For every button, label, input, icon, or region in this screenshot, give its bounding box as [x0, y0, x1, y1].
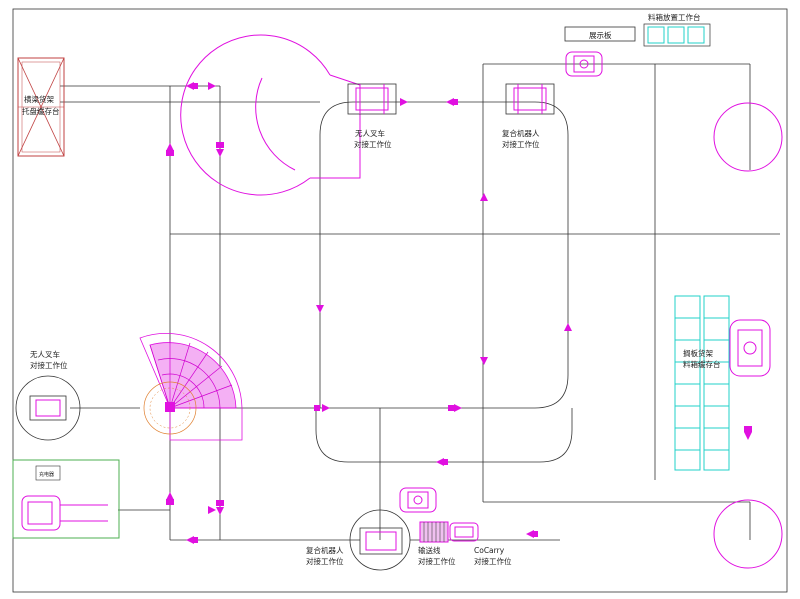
bin-station-label: 料箱放置工作台 — [648, 12, 701, 22]
forklift-turning-arc-top — [180, 34, 361, 196]
robot-bottom-label-2: 对接工作位 — [306, 556, 344, 566]
pallet-rack-label-2: 托盘缓存台 — [22, 106, 60, 116]
display-board-label: 展示板 — [589, 30, 612, 40]
display-board: 展示板 — [564, 26, 636, 42]
agv-route-loops — [315, 101, 573, 463]
cocarry-dock: CoCarry 对接工作位 — [449, 522, 512, 566]
forklift-top-label-1: 无人叉车 — [355, 128, 385, 138]
floor-boundary — [12, 8, 788, 593]
aisle-lines — [60, 63, 780, 541]
forklift-left-label-2: 对接工作位 — [30, 360, 68, 370]
robot-top-label-1: 复合机器人 — [502, 128, 540, 138]
pallet-rack-label-1: 横梁货架 — [24, 94, 54, 104]
robot-dock-bottom: 复合机器人 对接工作位 — [306, 509, 411, 571]
forklift-top-label-2: 对接工作位 — [354, 139, 392, 149]
route-direction-arrows — [166, 82, 752, 544]
bin-rack-label-2: 料箱缓存台 — [683, 359, 721, 369]
composite-robot-icon-right — [729, 319, 771, 377]
bin-rack: 搁板货架 料箱缓存台 — [674, 295, 730, 471]
conveyor-label-1: 输送线 — [418, 545, 441, 555]
composite-robot-icon-top — [565, 51, 603, 77]
composite-robot-icon-bottom — [399, 487, 437, 513]
conveyor-label-2: 对接工作位 — [418, 556, 456, 566]
pallet-rack: 横梁货架 托盘缓存台 — [17, 57, 65, 157]
cocarry-label-1: CoCarry — [474, 546, 505, 555]
forklift-dock-top: 无人叉车 对接工作位 — [347, 83, 397, 149]
bin-station: 料箱放置工作台 — [643, 12, 711, 47]
bin-rack-label-1: 搁板货架 — [683, 348, 713, 358]
robot-dock-top: 复合机器人 对接工作位 — [502, 83, 555, 149]
robot-top-label-2: 对接工作位 — [502, 139, 540, 149]
forklift-dock-left: 无人叉车 对接工作位 — [15, 349, 81, 441]
forklift-left-label-1: 无人叉车 — [30, 349, 60, 359]
charger-zone: 充电器 — [12, 459, 120, 539]
robot-arm-reach-fan — [139, 333, 243, 441]
robot-bottom-label-1: 复合机器人 — [306, 545, 344, 555]
turning-circle-br — [713, 499, 783, 569]
conveyor: 输送线 对接工作位 — [418, 521, 456, 566]
cocarry-label-2: 对接工作位 — [474, 556, 512, 566]
charger-label: 充电器 — [39, 471, 54, 478]
turning-circle-tr — [713, 102, 783, 172]
